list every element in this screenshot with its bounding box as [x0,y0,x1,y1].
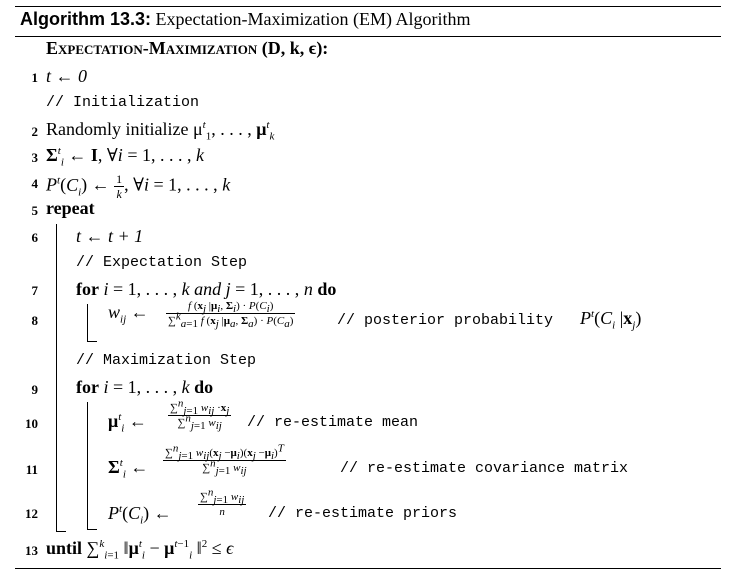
line-11: Σti ← [108,457,149,481]
comment-covariance: // re-estimate covariance matrix [340,460,629,477]
line-8: wij ← [108,302,149,326]
line-3: Σti ← I, ∀i = 1, . . . , k [46,145,204,169]
line-7: for i = 1, . . . , k and j = 1, . . . , … [76,279,337,299]
function-args: (D, k, ϵ): [257,38,329,58]
line-2: Randomly initialize μt1, . . . , μtk [46,119,275,143]
algorithm-header: Algorithm 13.3: Expectation-Maximization… [20,9,470,30]
line-number: 12 [25,506,38,521]
function-name: Expectation-Maximization [46,38,258,58]
comment-mean: // re-estimate mean [247,414,419,431]
line-9: for i = 1, . . . , k do [76,377,214,397]
line-13: until ∑ki=1 ‖μti − μt−1i ‖2 ≤ ϵ [46,538,234,562]
line-3-text: Σ [46,145,58,165]
line-12: Pt(Ci) ← [108,503,172,527]
comment-maximization-step: // Maximization Step [76,352,257,369]
line-number: 7 [31,283,39,298]
do-keyword-2: do [194,377,214,397]
algorithm-signature: Expectation-Maximization (D, k, ϵ): [46,38,328,59]
line-1: t ← 0 [46,66,88,86]
line-10-formula: ∑nj=1 wij ·xj ∑nj=1 wij [168,397,232,433]
line-12-text: P [108,503,119,523]
repeat-block-bar [56,224,57,532]
line-number: 6 [31,230,39,245]
for-block-bar [87,304,88,342]
comment-priors: // re-estimate priors [268,505,458,522]
bottom-rule [15,568,721,569]
line-number: 1 [31,70,39,85]
line-number: 10 [25,416,38,431]
comment-initialization: // Initialization [46,94,200,111]
line-11-text: Σ [108,457,120,477]
line-number: 11 [25,462,38,477]
do-keyword: do [317,279,337,299]
for-block-end [87,341,97,342]
line-11-formula: ∑nj=1 wij(xj −μi)(xj −μi)T ∑nj=1 wij [163,442,286,478]
repeat-block-end [56,531,66,532]
top-rule [15,6,721,7]
line-number: 9 [31,382,39,397]
algorithm-label: Algorithm 13.3: [20,9,152,29]
line-8-text: w [108,302,121,322]
line-12-formula: ∑nj=1 wij n [198,486,247,518]
line-number: 2 [31,124,39,139]
line-10-text: μ [108,411,119,431]
line-number: 4 [31,176,39,191]
for-block-bar-2 [87,402,88,530]
comment-expectation-step: // Expectation Step [76,254,248,271]
line-6: t ← t + 1 [76,226,144,246]
line-number: 5 [31,203,39,218]
line-number: 8 [31,313,39,328]
for-keyword: for [76,279,99,299]
for-block-end-2 [87,529,97,530]
line-number: 13 [25,543,38,558]
comment-posterior: // posterior probability [337,312,554,329]
line-8-comment: // posterior probability Pt(Ci |xj) [337,308,642,332]
for-keyword-2: for [76,377,99,397]
line-8-formula: f (xj |μi, Σi) · P(Ci) ∑ka=1 f (xj |μa, … [166,300,296,331]
algorithm-title: Expectation-Maximization (EM) Algorithm [151,9,471,29]
line-10: μti ← [108,411,147,435]
posterior-label: P [580,308,592,328]
line-2-text: Randomly initialize μ [46,119,203,139]
header-rule [15,36,721,37]
line-5-repeat: repeat [46,198,95,218]
line-number: 3 [31,150,39,165]
until-keyword: until [46,538,83,558]
line-4-text: P [46,174,57,195]
